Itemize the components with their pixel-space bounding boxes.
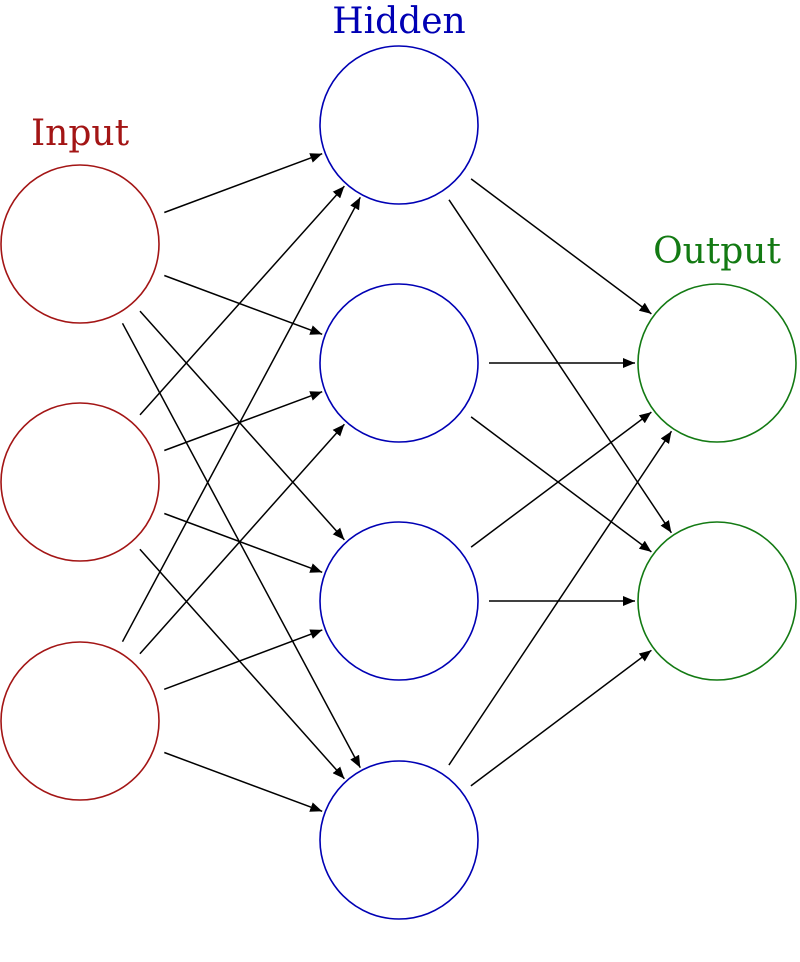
edge-input-2-to-hidden-4 bbox=[139, 548, 345, 780]
hidden-neuron-1 bbox=[319, 45, 479, 205]
output-neuron-2 bbox=[637, 521, 797, 681]
edge-input-2-to-hidden-1 bbox=[139, 185, 345, 416]
edge-hidden-2-to-output-2 bbox=[470, 416, 652, 553]
input-neuron-1 bbox=[0, 164, 160, 324]
hidden-neuron-3 bbox=[319, 521, 479, 681]
edge-hidden-1-to-output-1 bbox=[470, 178, 652, 315]
output-neuron-1 bbox=[637, 283, 797, 443]
edge-input-1-to-hidden-3 bbox=[139, 310, 345, 541]
edge-input-1-to-hidden-1 bbox=[164, 152, 323, 214]
edge-hidden-4-to-output-1 bbox=[448, 430, 673, 766]
edge-input-3-to-hidden-3 bbox=[163, 629, 323, 691]
input-neuron-2 bbox=[0, 402, 160, 562]
input-neuron-3 bbox=[0, 641, 160, 801]
edge-hidden-1-to-output-2 bbox=[448, 199, 673, 534]
hidden-neuron-4 bbox=[319, 760, 479, 920]
input-layer-label: Input bbox=[31, 113, 130, 154]
hidden-layer-label: Hidden bbox=[332, 1, 466, 42]
edge-hidden-3-to-output-1 bbox=[470, 411, 652, 548]
edge-hidden-4-to-output-2 bbox=[470, 649, 652, 787]
connections bbox=[121, 152, 673, 813]
edge-input-2-to-hidden-2 bbox=[164, 390, 323, 452]
edge-input-1-to-hidden-2 bbox=[164, 274, 323, 336]
neurons bbox=[0, 45, 797, 920]
edge-input-1-to-hidden-4 bbox=[121, 322, 361, 769]
edge-input-3-to-hidden-2 bbox=[139, 423, 345, 655]
hidden-neuron-2 bbox=[319, 283, 479, 443]
edge-input-2-to-hidden-3 bbox=[164, 512, 323, 574]
edge-input-3-to-hidden-1 bbox=[121, 196, 361, 643]
edge-input-3-to-hidden-4 bbox=[164, 751, 323, 813]
output-layer-label: Output bbox=[653, 231, 781, 272]
